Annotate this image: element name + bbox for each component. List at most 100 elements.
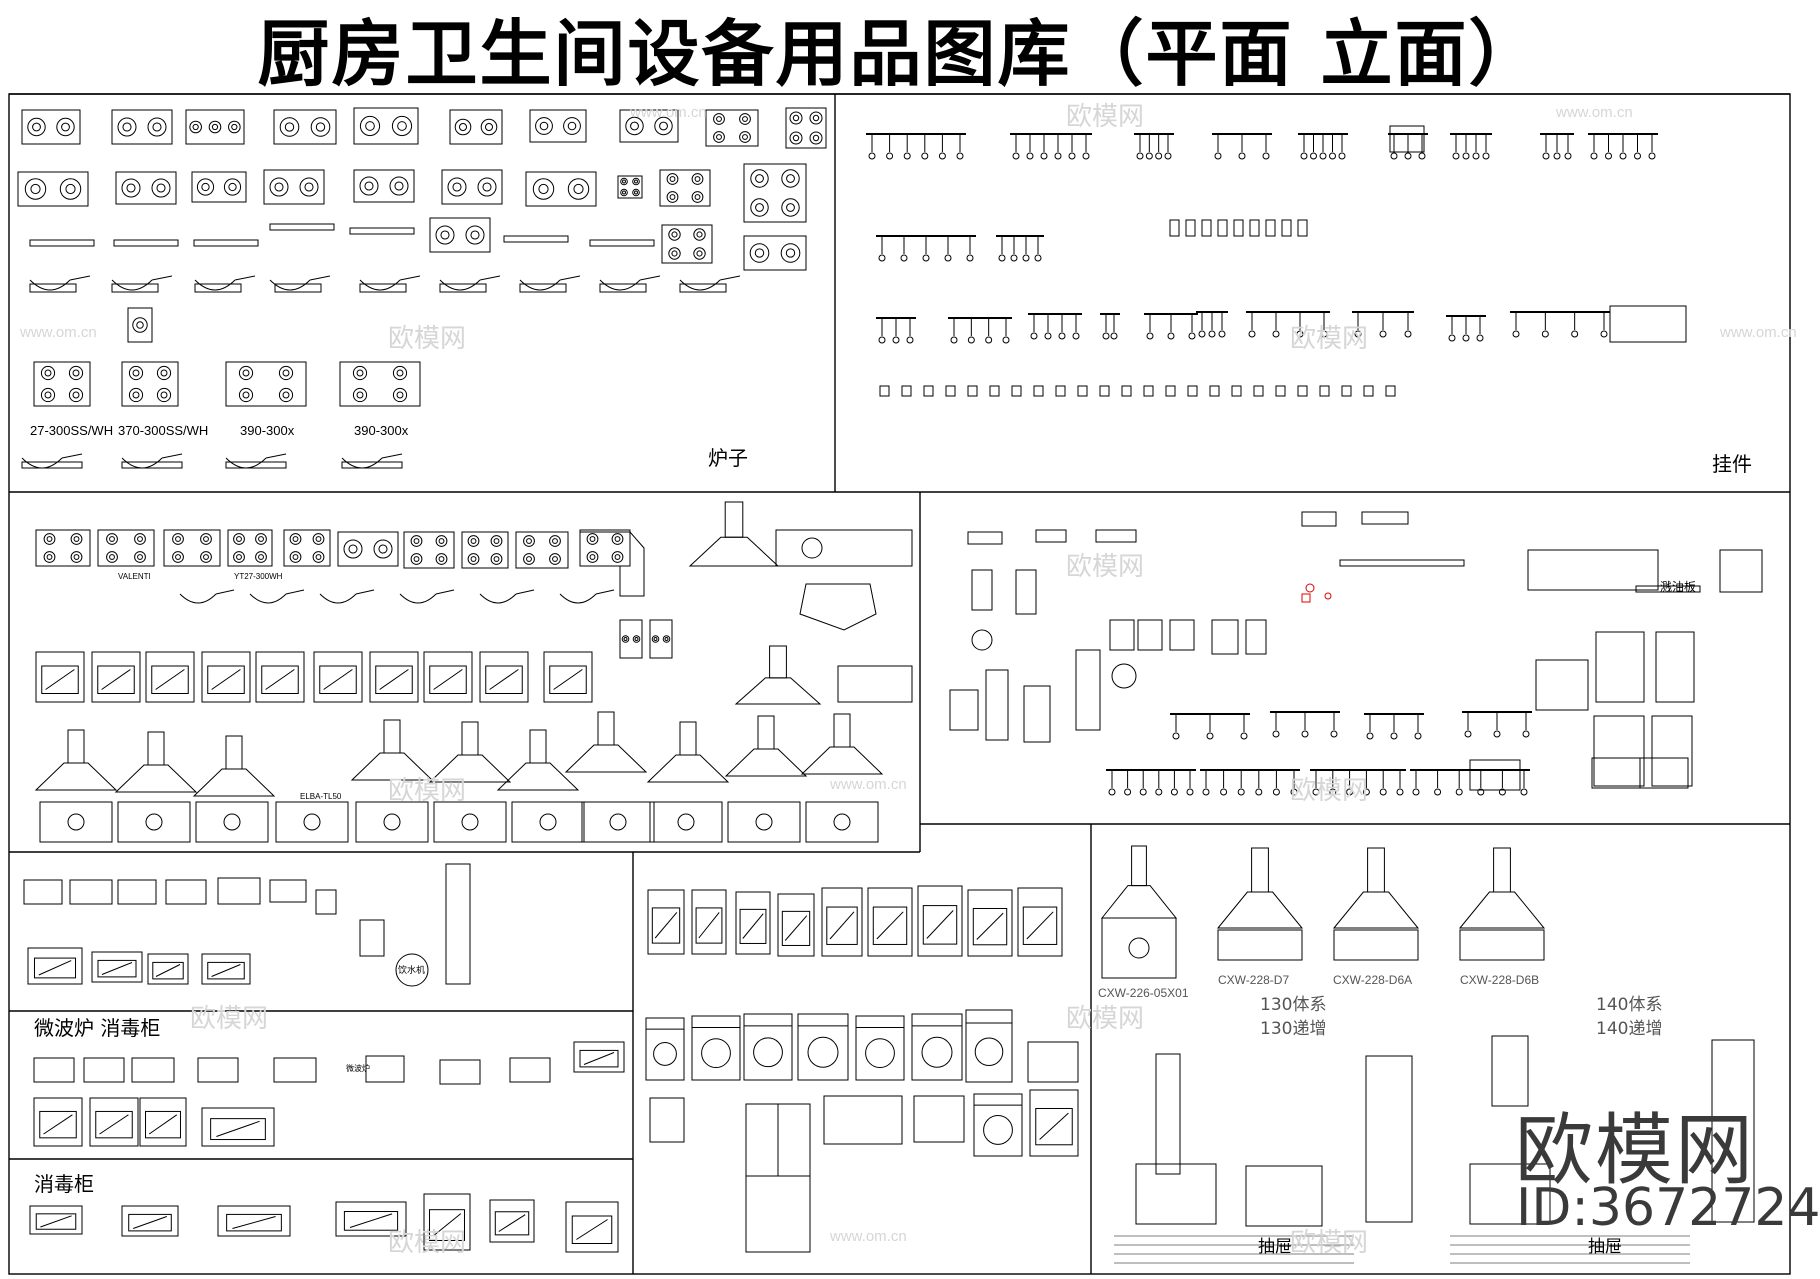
utensil-symbol [956, 152, 964, 160]
burner-symbol [435, 225, 455, 245]
cooktop-symbol [227, 529, 273, 567]
utensil-symbol [1338, 152, 1346, 160]
appliance-door [781, 910, 811, 946]
appliance-symbol [121, 1205, 179, 1237]
burner-symbol [477, 177, 497, 197]
burner-symbol [137, 536, 143, 542]
cooktop-symbol [17, 171, 89, 207]
tableware-symbol [1011, 385, 1022, 397]
utensil-symbol [892, 336, 900, 344]
burner-symbol [208, 120, 222, 134]
hood-fan [223, 813, 241, 831]
burner-symbol [438, 538, 445, 544]
utensil-symbol [1272, 330, 1280, 338]
sink-symbol [775, 529, 913, 567]
hood-canopy [114, 764, 198, 793]
appliance-door [145, 1110, 181, 1139]
washer-drum [974, 1037, 1004, 1067]
pot-handle [559, 275, 581, 281]
cabinet-symbol [1593, 715, 1645, 787]
burner-symbol [312, 551, 325, 563]
utensil-symbol [967, 336, 975, 344]
burner-symbol [200, 551, 212, 563]
burner-symbol [156, 183, 166, 193]
burner-symbol [435, 535, 448, 547]
stove-model-2: 370-300SS/WH [118, 423, 209, 438]
burner-symbol [392, 365, 408, 381]
burner-symbol [364, 181, 374, 191]
hood-fan [677, 813, 695, 831]
appliance-door [95, 1110, 133, 1139]
microwave-symbol [69, 879, 113, 905]
hood-plan-symbol [1101, 917, 1177, 979]
burner-symbol [278, 365, 294, 381]
burner-symbol [151, 178, 171, 198]
hood-canopy [1332, 891, 1420, 929]
cooktop-symbol [617, 175, 643, 199]
utensil-symbol [1272, 788, 1280, 796]
hood-canopy [1458, 891, 1546, 929]
burner-symbol [352, 365, 368, 381]
appliance-symbol [479, 651, 529, 703]
cooktop-symbol [127, 307, 153, 343]
glass-line [379, 669, 409, 690]
stove-side-view [193, 239, 259, 247]
utensil-symbol [1379, 330, 1387, 338]
utensil-symbol [1026, 152, 1034, 160]
hood-plan-symbol [649, 801, 723, 843]
sink-symbol [1527, 549, 1659, 591]
hood-canopy [496, 762, 580, 791]
glass-line [698, 912, 720, 939]
burner-symbol [739, 131, 751, 143]
burner-symbol [484, 122, 494, 132]
watermark-brand-8: 欧模网 [1066, 1004, 1145, 1034]
washer-symbol [855, 1015, 905, 1081]
appliance-symbol [967, 889, 1013, 957]
cooktop-symbol [115, 171, 177, 205]
glass-line [101, 962, 133, 975]
utensil-symbol [1648, 152, 1656, 160]
burner-symbol [282, 369, 290, 377]
cabinet-symbol [1535, 659, 1589, 711]
pot-symbol [599, 279, 641, 291]
utensil-symbol [1329, 152, 1336, 160]
burner-symbol [310, 117, 331, 137]
burner-symbol [435, 553, 448, 565]
appliance-symbol [543, 651, 593, 703]
bottle-symbol [1217, 219, 1228, 237]
appliance-door [41, 665, 79, 694]
pot-symbol [399, 593, 437, 604]
burner-symbol [668, 228, 681, 241]
hood-chimney [1131, 845, 1147, 887]
tableware-symbol [1033, 385, 1044, 397]
appliance-symbol [217, 1205, 291, 1237]
burner-symbol [315, 122, 326, 132]
burner-symbol [552, 556, 558, 562]
appliance-symbol [735, 891, 771, 955]
utensil-symbol [1605, 152, 1612, 160]
burner-symbol [315, 554, 322, 560]
section-label-stove: 炉子 [708, 446, 748, 470]
microwave-symbol [1639, 757, 1689, 789]
pot-symbol [194, 279, 236, 291]
burner-symbol [789, 131, 803, 145]
burner-symbol [413, 538, 420, 544]
cooktop-symbol [225, 361, 307, 407]
appliance-door [826, 906, 858, 945]
burner-symbol [614, 554, 621, 560]
utensil-symbol [1198, 330, 1206, 338]
appliance-door [739, 908, 767, 944]
stove-side-view [274, 283, 322, 293]
burner-symbol [526, 538, 532, 544]
burner-symbol [691, 191, 704, 203]
burner-symbol [236, 536, 242, 542]
hood-chimney [1367, 847, 1385, 893]
water-heater-symbol [949, 689, 979, 731]
burner-symbol [44, 369, 52, 377]
utensil-symbol [1541, 330, 1549, 338]
utensil-symbol [1146, 332, 1154, 340]
appliance-door [1022, 906, 1058, 945]
cooktop-symbol [705, 109, 759, 147]
burner-symbol [172, 551, 184, 563]
